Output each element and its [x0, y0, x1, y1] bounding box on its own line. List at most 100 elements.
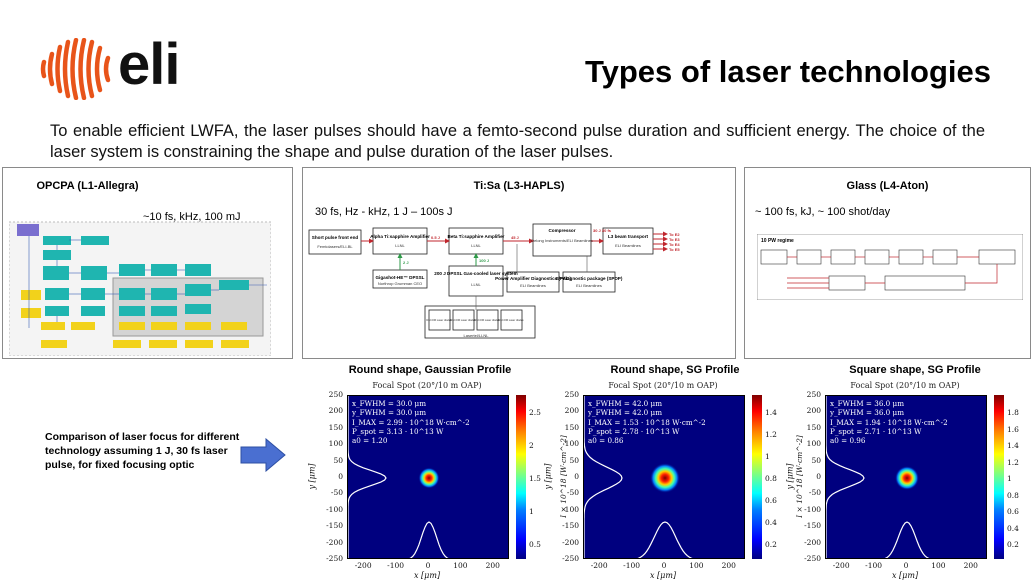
colorbar-tick-label: 0.4 — [765, 518, 777, 527]
y-tick-label: 0 — [574, 472, 579, 481]
focal-spot-annotation: a0 = 0.86 — [588, 436, 624, 446]
y-tick-label: 150 — [328, 422, 343, 432]
tisa-title: Ti:Sa (L3-HAPLS) — [473, 180, 565, 192]
colorbar-tick-label: 0.8 — [765, 474, 777, 483]
y-tick-label: 250 — [328, 390, 343, 399]
colorbar-tick-label: 1.5 — [529, 474, 541, 483]
tisa-pump-1: 2 J — [403, 260, 409, 265]
logo-text: eli — [118, 32, 180, 97]
colorbar — [752, 395, 762, 559]
x-tick-label: 200 — [721, 561, 736, 570]
tisa-to-e5: To E5 — [669, 247, 680, 252]
y-tick-label: 50 — [569, 455, 579, 465]
y-tick-label: 150 — [564, 422, 579, 432]
focal-spot-plot — [825, 395, 987, 559]
focal-spot-annotation: P_spot = 2.71 · 10^13 W — [830, 426, 922, 436]
y-tick-label: -250 — [562, 554, 579, 563]
y-tick-label: -100 — [326, 504, 343, 514]
colorbar-tick-label: 2 — [529, 441, 534, 450]
x-tick-label: -200 — [832, 561, 850, 570]
x-tick-label: -200 — [354, 561, 372, 570]
tisa-block-dpssl: 200 J DPSSL Gas-cooled laser system — [434, 271, 517, 276]
tisa-block-l3-sub: ELI Beamlines — [615, 243, 641, 248]
tisa-diode-4: DECOM Laser diodes — [498, 318, 524, 322]
glass-spec: ~ 100 fs, kJ, ~ 100 shot/day — [755, 206, 891, 218]
lineout-x — [884, 521, 930, 558]
glass-regime: 10 PW regime — [761, 238, 794, 244]
y-tick-label: 0 — [816, 472, 821, 481]
focal-spot-annotation: x_FWHM = 30.0 μm — [352, 399, 427, 408]
tisa-block-comp-sub: Delong Instruments/ELI Beamlines — [531, 238, 593, 243]
tisa-block-alpha-sub: LLNL — [395, 243, 405, 248]
y-tick-label: -250 — [804, 554, 821, 563]
colorbar — [516, 395, 526, 559]
y-axis-label: y [μm] — [785, 463, 795, 490]
focal-spot-annotation: y_FWHM = 42.0 μm — [588, 408, 663, 418]
y-axis-label: y [μm] — [543, 463, 553, 490]
colorbar-tick-label: 1.2 — [1007, 457, 1019, 467]
tisa-block-beta: Beta Ti:sapphire Amplifier — [448, 234, 505, 239]
tisa-diode-2: DECOM Laser diodes — [450, 318, 476, 322]
tisa-block-front: Short pulse front end — [312, 235, 359, 240]
x-tick-label: 100 — [689, 561, 704, 570]
focal-spot-annotation: I_MAX = 1.94 · 10^18 W·cm^-2 — [830, 417, 948, 427]
lineout-x — [637, 521, 693, 558]
opcpa-diagram — [9, 221, 271, 356]
focal-spot — [418, 467, 440, 489]
tisa-block-sp-sub: ELI Beamlines — [576, 283, 602, 288]
x-tick-label: 100 — [453, 561, 468, 570]
lineout-y — [826, 396, 865, 558]
focal-spot-subtitle: Focal Spot (20°/10 m OAP) — [850, 381, 960, 390]
y-tick-label: -200 — [804, 537, 821, 547]
focal-spot-plot — [583, 395, 745, 559]
y-tick-label: 200 — [328, 406, 343, 416]
x-tick-label: -100 — [623, 561, 641, 570]
tisa-block-beta-sub: LLNL — [471, 243, 481, 248]
colorbar-tick-label: 1.4 — [1007, 441, 1019, 450]
opcpa-title: OPCPA (L1-Allegra) — [36, 180, 139, 192]
y-tick-label: 0 — [338, 472, 343, 481]
tisa-diagram: Short pulse front end Alpha Ti:sapphire … — [308, 223, 680, 339]
focal-spot-annotation: P_spot = 2.78 · 10^13 W — [588, 426, 680, 436]
colorbar-tick-label: 2.5 — [529, 408, 541, 417]
tisa-block-pad-sub: ELI Beamlines — [520, 283, 546, 288]
lineout-y — [584, 396, 623, 558]
x-tick-label: 0 — [661, 561, 667, 570]
y-tick-label: 200 — [806, 406, 821, 416]
focal-spot-annotation: x_FWHM = 42.0 μm — [588, 399, 663, 408]
y-tick-label: -200 — [326, 537, 343, 547]
focal-spot-title: Round shape, SG Profile — [610, 364, 740, 376]
colorbar-tick-label: 1.8 — [1007, 408, 1019, 417]
colorbar-tick-label: 0.6 — [1007, 507, 1019, 516]
x-axis-label: x [μm] — [414, 571, 441, 580]
logo-wave-icon — [40, 37, 111, 101]
colorbar-tick-label: 1.4 — [765, 408, 777, 417]
y-tick-label: -150 — [326, 521, 343, 531]
opcpa-panel: OPCPA (L1-Allegra) ~10 fs, kHz, 100 mJ — [2, 167, 293, 359]
tisa-block-gig: Gigashot-HE™ DPSSL — [375, 275, 424, 280]
right-arrow-icon — [240, 438, 286, 472]
x-tick-label: -100 — [387, 561, 405, 570]
opcpa-spec: ~10 fs, kHz, 100 mJ — [143, 211, 241, 223]
x-tick-label: 0 — [425, 561, 431, 570]
x-tick-label: 200 — [485, 561, 500, 570]
focal-spot-annotation: y_FWHM = 30.0 μm — [352, 408, 427, 418]
focal-spot-title: Round shape, Gaussian Profile — [348, 364, 512, 376]
y-tick-label: -50 — [808, 488, 821, 498]
y-tick-label: 100 — [806, 439, 821, 449]
y-tick-label: -200 — [562, 537, 579, 547]
tisa-block-front-sub: Femtolasers/ELI-BL — [317, 244, 353, 249]
focal-spot-annotation: a0 = 0.96 — [830, 436, 866, 446]
tisa-energy-3: 30 J 30 fs — [593, 228, 612, 233]
y-tick-label: 250 — [564, 390, 579, 399]
y-tick-label: 100 — [564, 439, 579, 449]
colorbar-tick-label: 0.2 — [1007, 540, 1019, 549]
x-axis-label: x [μm] — [892, 571, 919, 580]
tisa-pump-2: 100 J — [479, 258, 489, 263]
tisa-block-dpssl-sub: LLNL — [471, 282, 481, 287]
intro-paragraph: To enable efficient LWFA, the laser puls… — [50, 122, 985, 161]
y-tick-label: -150 — [562, 521, 579, 531]
tisa-block-l3: L3 beam transport — [608, 234, 649, 239]
colorbar-tick-label: 1 — [1007, 474, 1012, 483]
eli-logo: eli — [40, 32, 200, 101]
